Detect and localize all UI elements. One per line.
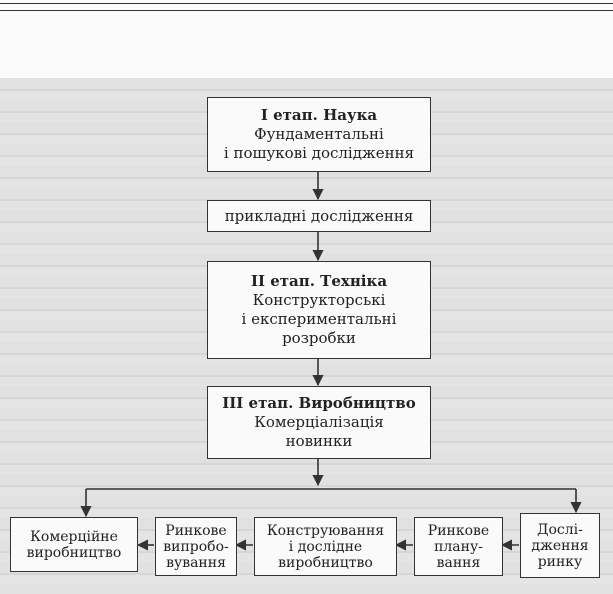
commercial-production-box: Комерційне виробництво [10, 517, 138, 572]
applied-research-label: прикладні дослідження [224, 206, 414, 225]
stage-technique-line3: розробки [282, 329, 356, 347]
market-testing-line2: випробо- [163, 538, 229, 555]
market-testing-line1: Ринкове [165, 522, 227, 539]
header-rule-bottom [0, 10, 613, 11]
stage-production-line2: новинки [285, 432, 353, 450]
stage-science-title: І етап. Наука [260, 106, 378, 124]
design-pilot-line3: виробництво [278, 554, 373, 571]
market-testing-line3: вування [166, 554, 226, 571]
applied-research-box: прикладні дослідження [207, 200, 431, 232]
stage-technique-line1: Конструкторські [252, 291, 386, 309]
commercial-production-line1: Комерційне [30, 528, 118, 545]
market-research-box: Дослі- дження ринку [520, 513, 600, 578]
stage-technique-line2: і експериментальні [241, 310, 397, 328]
design-pilot-line1: Конструювання [266, 522, 385, 539]
market-research-line2: дження [531, 537, 589, 554]
market-planning-line1: Ринкове [427, 522, 490, 539]
design-pilot-line2: і дослідне [288, 538, 363, 555]
market-planning-box: Ринкове плану- вання [414, 517, 503, 576]
stage-production-box: ІІІ етап. Виробництво Комерціалізація но… [207, 386, 431, 459]
stage-production-title: ІІІ етап. Виробництво [222, 394, 416, 412]
design-pilot-production-box: Конструювання і дослідне виробництво [254, 517, 397, 576]
market-testing-box: Ринкове випробо- вування [155, 517, 237, 576]
market-research-line3: ринку [537, 553, 583, 570]
market-research-line1: Дослі- [537, 521, 583, 538]
market-planning-line2: плану- [434, 538, 483, 555]
commercial-production-line2: виробництво [26, 544, 122, 561]
stage-production-line1: Комерціалізація [254, 413, 384, 431]
stage-technique-title: ІІ етап. Техніка [250, 272, 388, 290]
stage-science-line1: Фундаментальні [254, 125, 384, 143]
market-planning-line3: вання [436, 554, 481, 571]
header-rule-top [0, 3, 613, 4]
stage-science-line2: і пошукові дослідження [223, 144, 415, 162]
stage-technique-box: ІІ етап. Техніка Конструкторські і експе… [207, 261, 431, 359]
stage-science-box: І етап. Наука Фундаментальні і пошукові … [207, 97, 431, 172]
